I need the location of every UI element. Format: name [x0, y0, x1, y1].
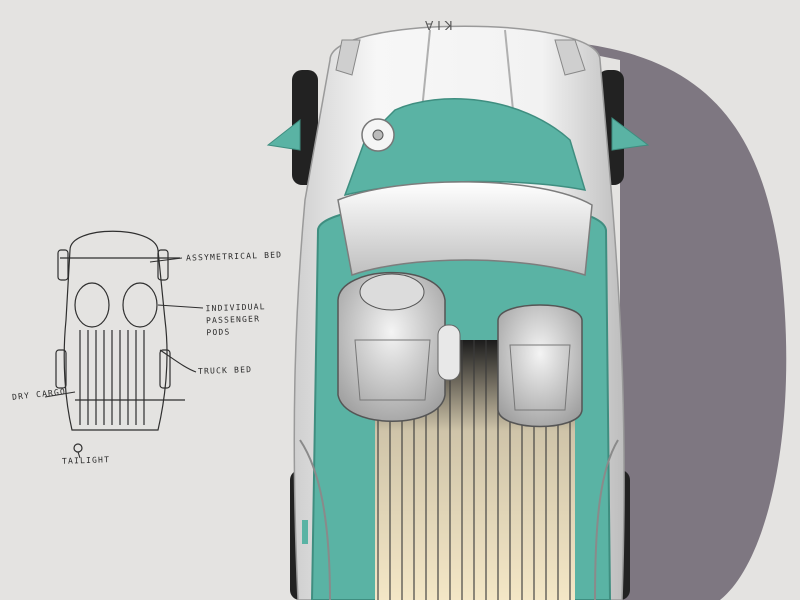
- rear-fender-right: [594, 439, 619, 600]
- thumbnail-sketch: [55, 230, 185, 453]
- wheel-front-left: [292, 70, 318, 185]
- hood-vent-left: [335, 39, 361, 76]
- rear-marker-left: [302, 520, 308, 544]
- passenger-pod-right-cushion: [509, 344, 571, 411]
- mirror-right: [611, 117, 650, 151]
- mirror-left: [266, 118, 301, 151]
- roof-canopy: [337, 181, 593, 276]
- passenger-pod-left-cushion: [354, 339, 431, 401]
- annotation-taillight: TAILIGHT: [61, 455, 111, 466]
- annotation-truck-bed: TRUCK BED: [197, 365, 253, 376]
- passenger-pod-right: [497, 304, 583, 428]
- rear-fender-left: [299, 439, 331, 600]
- hood-emblem-core: [372, 129, 384, 141]
- hood-vent-right: [554, 39, 586, 76]
- annotation-passenger-pods: INDIVIDUAL PASSENGER PODS: [205, 302, 266, 338]
- annotation-leaders: [44, 257, 204, 459]
- car-shadow: [520, 40, 787, 600]
- brand-mark: KIA: [421, 18, 453, 32]
- passenger-pod-left-headrest: [359, 273, 425, 311]
- pod-console: [437, 324, 461, 381]
